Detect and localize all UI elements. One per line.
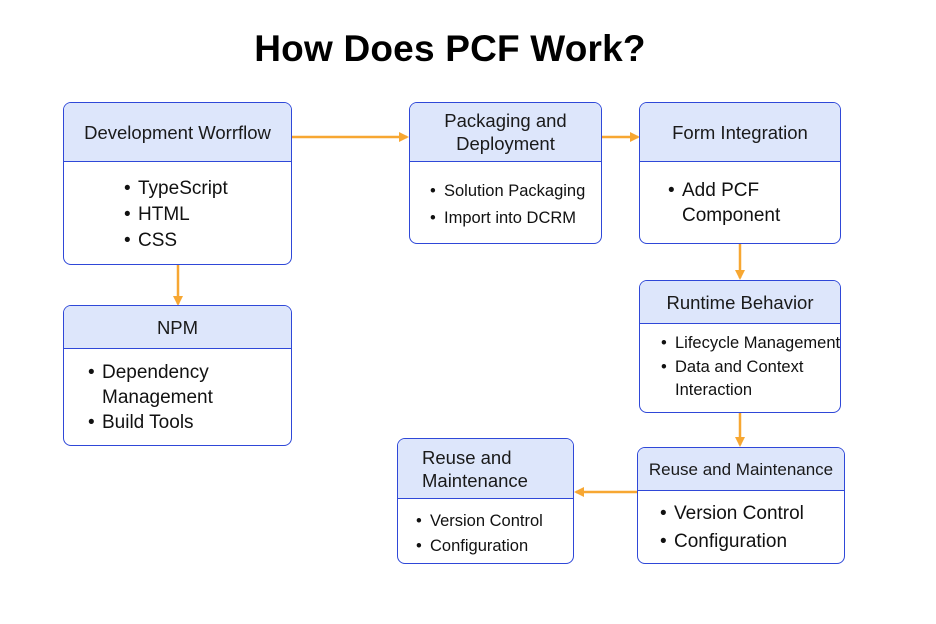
node-title: Runtime Behavior xyxy=(640,281,840,324)
list-item: Import into DCRM xyxy=(430,205,601,232)
list-item: Configuration xyxy=(660,528,844,556)
node-title: NPM xyxy=(64,306,291,349)
list-item: Add PCF Component xyxy=(668,178,802,228)
list-item: Configuration xyxy=(416,534,573,559)
list-item: Solution Packaging xyxy=(430,178,601,205)
node-development-workflow[interactable]: Development Worrflow TypeScript HTML CSS xyxy=(63,102,292,265)
node-reuse-maintenance-right[interactable]: Reuse and Maintenance Version Control Co… xyxy=(637,447,845,564)
list-item: Version Control xyxy=(660,500,844,528)
node-reuse-maintenance-left[interactable]: Reuse and Maintenance Version Control Co… xyxy=(397,438,574,564)
node-packaging-deployment[interactable]: Packaging and Deployment Solution Packag… xyxy=(409,102,602,244)
node-npm[interactable]: NPM Dependency Management Build Tools xyxy=(63,305,292,446)
node-title: Packaging and Deployment xyxy=(410,103,601,162)
node-title: Reuse and Maintenance xyxy=(398,439,573,499)
list-item: Lifecycle Management xyxy=(661,332,840,356)
node-form-integration[interactable]: Form Integration Add PCF Component xyxy=(639,102,841,244)
list-item: HTML xyxy=(124,202,291,228)
node-title: Development Worrflow xyxy=(64,103,291,162)
list-item: TypeScript xyxy=(124,176,291,202)
node-title: Reuse and Maintenance xyxy=(638,448,844,491)
diagram-title: How Does PCF Work? xyxy=(254,28,646,69)
list-item: Data and Context Interaction xyxy=(661,356,825,403)
list-item: Dependency Management xyxy=(88,360,242,410)
node-runtime-behavior[interactable]: Runtime Behavior Lifecycle Management Da… xyxy=(639,280,841,413)
node-title: Form Integration xyxy=(640,103,840,162)
list-item: Version Control xyxy=(416,509,573,534)
list-item: CSS xyxy=(124,228,291,254)
list-item: Build Tools xyxy=(88,410,291,435)
